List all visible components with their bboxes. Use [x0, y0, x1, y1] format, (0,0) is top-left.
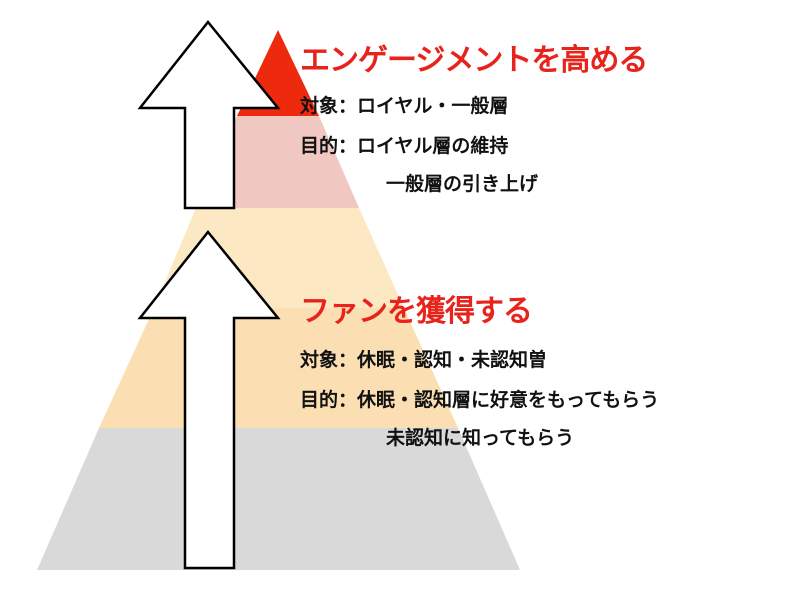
upward-arrow-icon [137, 20, 281, 210]
pyramid-tier-base [37, 428, 520, 570]
bottom-goal-heading: ファンを獲得する [300, 294, 533, 329]
top-target-line: 対象：ロイヤル・一般層 [300, 95, 509, 117]
bottom-purpose-line: 目的：休眠・認知層に好意をもってもらう [300, 389, 660, 411]
bottom-target-line: 対象：休眠・認知・未認知曽 [300, 349, 548, 371]
top-goal-heading: エンゲージメントを高める [300, 43, 648, 78]
bottom-purpose-line-2: 未認知に知ってもらう [386, 427, 575, 449]
top-purpose-line: 目的：ロイヤル層の維持 [300, 135, 509, 157]
pyramid-tier-upper [196, 116, 359, 208]
upward-arrow-icon [137, 230, 281, 570]
top-purpose-line-2: 一般層の引き上げ [386, 173, 539, 195]
